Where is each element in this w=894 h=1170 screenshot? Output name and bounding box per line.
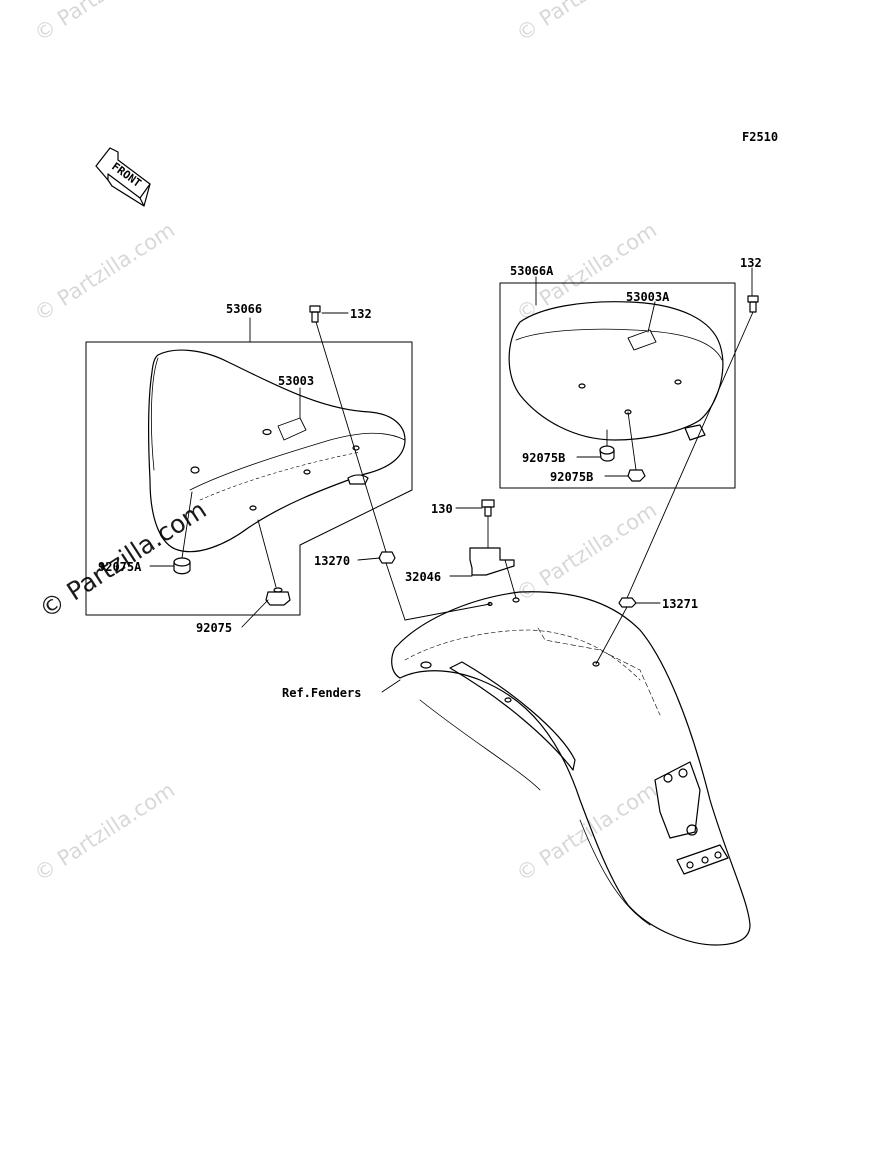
left-seat-shape — [148, 349, 406, 553]
nut-13271 — [618, 597, 637, 608]
bolt-132-right — [747, 295, 759, 313]
part-label-130[interactable]: 130 — [431, 502, 453, 516]
bracket-32046 — [469, 547, 515, 576]
right-seat-box — [499, 282, 736, 489]
diagram-code: F2510 — [742, 130, 779, 144]
nut-13270 — [378, 551, 396, 564]
part-label-53003[interactable]: 53003 — [278, 374, 315, 388]
leader-lines — [149, 267, 754, 693]
part-label-13270[interactable]: 13270 — [314, 554, 351, 568]
part-label-53066A[interactable]: 53066A — [510, 264, 554, 278]
front-arrow-icon — [95, 147, 151, 207]
ref-fenders-label[interactable]: Ref.Fenders — [282, 686, 362, 700]
grommet-92075B-1 — [599, 445, 615, 462]
grommet-92075A — [173, 557, 191, 575]
part-label-13271[interactable]: 13271 — [662, 597, 699, 611]
bolt-132-left — [309, 305, 321, 323]
part-label-92075B-2[interactable]: 92075B — [550, 470, 594, 484]
part-label-32046[interactable]: 32046 — [405, 570, 442, 584]
grommet-92075B-2 — [627, 469, 646, 482]
part-label-53066[interactable]: 53066 — [226, 302, 263, 316]
part-label-132-right[interactable]: 132 — [740, 256, 762, 270]
right-seat-shape — [508, 301, 724, 441]
rear-fender-shape — [391, 591, 751, 946]
left-seat-box — [85, 341, 413, 616]
part-label-92075A[interactable]: 92075A — [98, 560, 142, 574]
part-label-132-left[interactable]: 132 — [350, 307, 372, 321]
grommet-92075 — [265, 587, 291, 606]
part-label-53003A[interactable]: 53003A — [626, 290, 670, 304]
part-label-92075[interactable]: 92075 — [196, 621, 233, 635]
part-label-92075B-1[interactable]: 92075B — [522, 451, 566, 465]
bolt-130 — [481, 499, 495, 517]
